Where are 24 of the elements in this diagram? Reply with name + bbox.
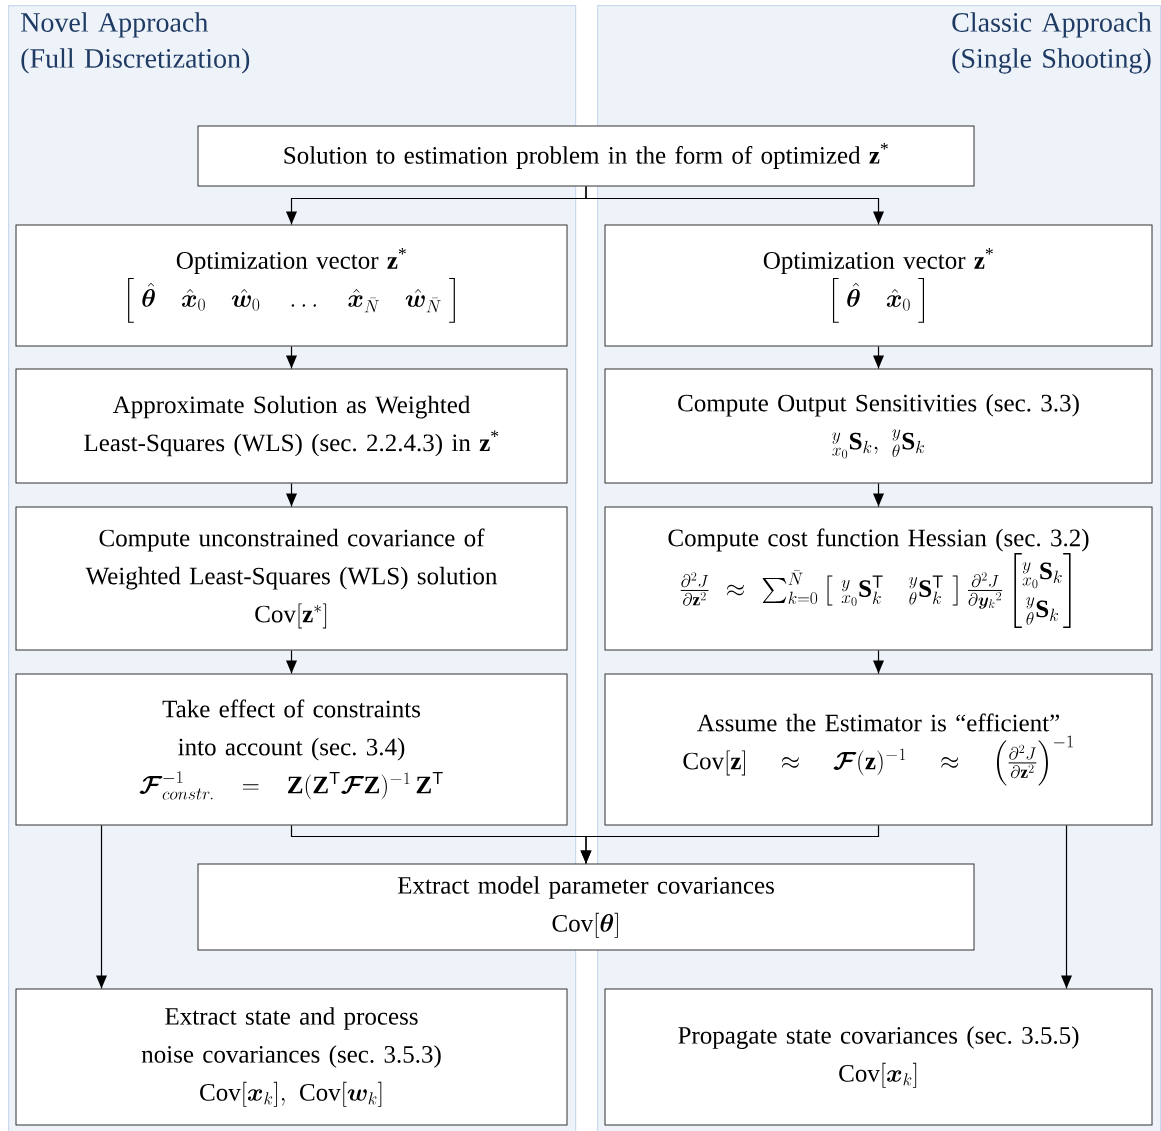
arrow (585, 185, 884, 226)
panel-heading: Classic Approach (Single Shooting) (952, 12, 1152, 74)
arrow (873, 345, 884, 370)
process-box: Compute cost function Hessian (sec. 3.2) $\frac{\partial^2 J}{\partial \mathbf{z}^2} \approx \sum_{k=0}^{\bar{N}} \left[\ {}^{y}_{x_0}\mathbf{S}_k^{\mathsf{T}} \quad {}^{y}_{\theta}\mathbf{S}_k^{\mathsf{T}}\ \right] \frac{\partial^2 J}{\partial \boldsymbol{y}_k{}^2} \begin{bmatrix} {}^{y}_{x_0}\mathbf{S}_k \\ {}^{y}_{\theta}\mathbf{S}_k \end{bmatrix}$ (604, 506, 1153, 651)
process-box: Optimization vector z$^{*}$ $\left[\;\hat{\boldsymbol{\theta}}\quad\hat{\boldsymbol{x}}_0\;\right]$ (604, 224, 1153, 347)
arrow (1061, 824, 1072, 990)
arrow (286, 649, 297, 675)
process-box: Optimization vector z$^{*}$ $\left[\;\hat{\boldsymbol{\theta}}\quad\hat{\boldsymbol{x}}_0\quad\hat{\boldsymbol{w}}_0\quad\dots\quad\hat{\boldsymbol{x}}_{\bar{N}}\quad\hat{\boldsymbol{w}}_{\bar{N}}\;\right]$ (15, 224, 568, 347)
arrow (873, 482, 884, 508)
process-box: Assume the Estimator is “efficient” $\mathrm{Cov}[\mathbf{z}] \;\approx\; \boldsymbol{\mathcal{F}}(\mathbf{z})^{-1} \;\approx\; \left(\frac{\partial^2 J}{\partial \mathbf{z}^2}\right)^{-1}$ (604, 673, 1153, 826)
process-box: Extract model parameter covariances $\mathrm{Cov}[\boldsymbol{\theta}]$ (197, 863, 975, 951)
process-box: Extract state and process noise covariances (sec. 3.5.3) $\mathrm{Cov}[\boldsymbol{x}_k],\ \mathrm{Cov}[\boldsymbol{w}_k]$ (15, 988, 568, 1126)
process-box: Take effect of constraints into account (sec. 3.4) $\boldsymbol{\mathcal{F}}^{-1}_{constr.} \;=\; \mathbf{Z}(\mathbf{Z}^{\mathsf{T}}\boldsymbol{\mathcal{F}}\mathbf{Z})^{-1}\,\mathbf{Z}^{\mathsf{T}}$ (15, 673, 568, 826)
process-box: Solution to estimation problem in the form of optimized z$^{*}$ (197, 125, 975, 187)
process-box: Propagate state covariances (sec. 3.5.5) $\mathrm{Cov}[\boldsymbol{x}_k]$ (604, 988, 1153, 1126)
arrow (580, 824, 880, 865)
panel-heading: Novel Approach (Full Discretization) (21, 12, 250, 74)
process-box: Compute Output Sensitivities (sec. 3.3) ${}^{y}_{x_0}\mathbf{S}_k,\ {}^{y}_{\theta}\mathbf{S}_k$ (604, 368, 1153, 484)
arrow (286, 482, 297, 508)
arrow (873, 649, 884, 675)
process-box: Approximate Solution as Weighted Least-Squares (WLS) (sec. 2.2.4.3) in z$^{*}$ (15, 368, 568, 484)
arrow (286, 345, 297, 370)
process-box: Compute unconstrained covariance of Weighted Least-Squares (WLS) solution $\mathrm{Cov}[\mathbf{z}^*]$ (15, 506, 568, 651)
arrow (96, 824, 107, 990)
